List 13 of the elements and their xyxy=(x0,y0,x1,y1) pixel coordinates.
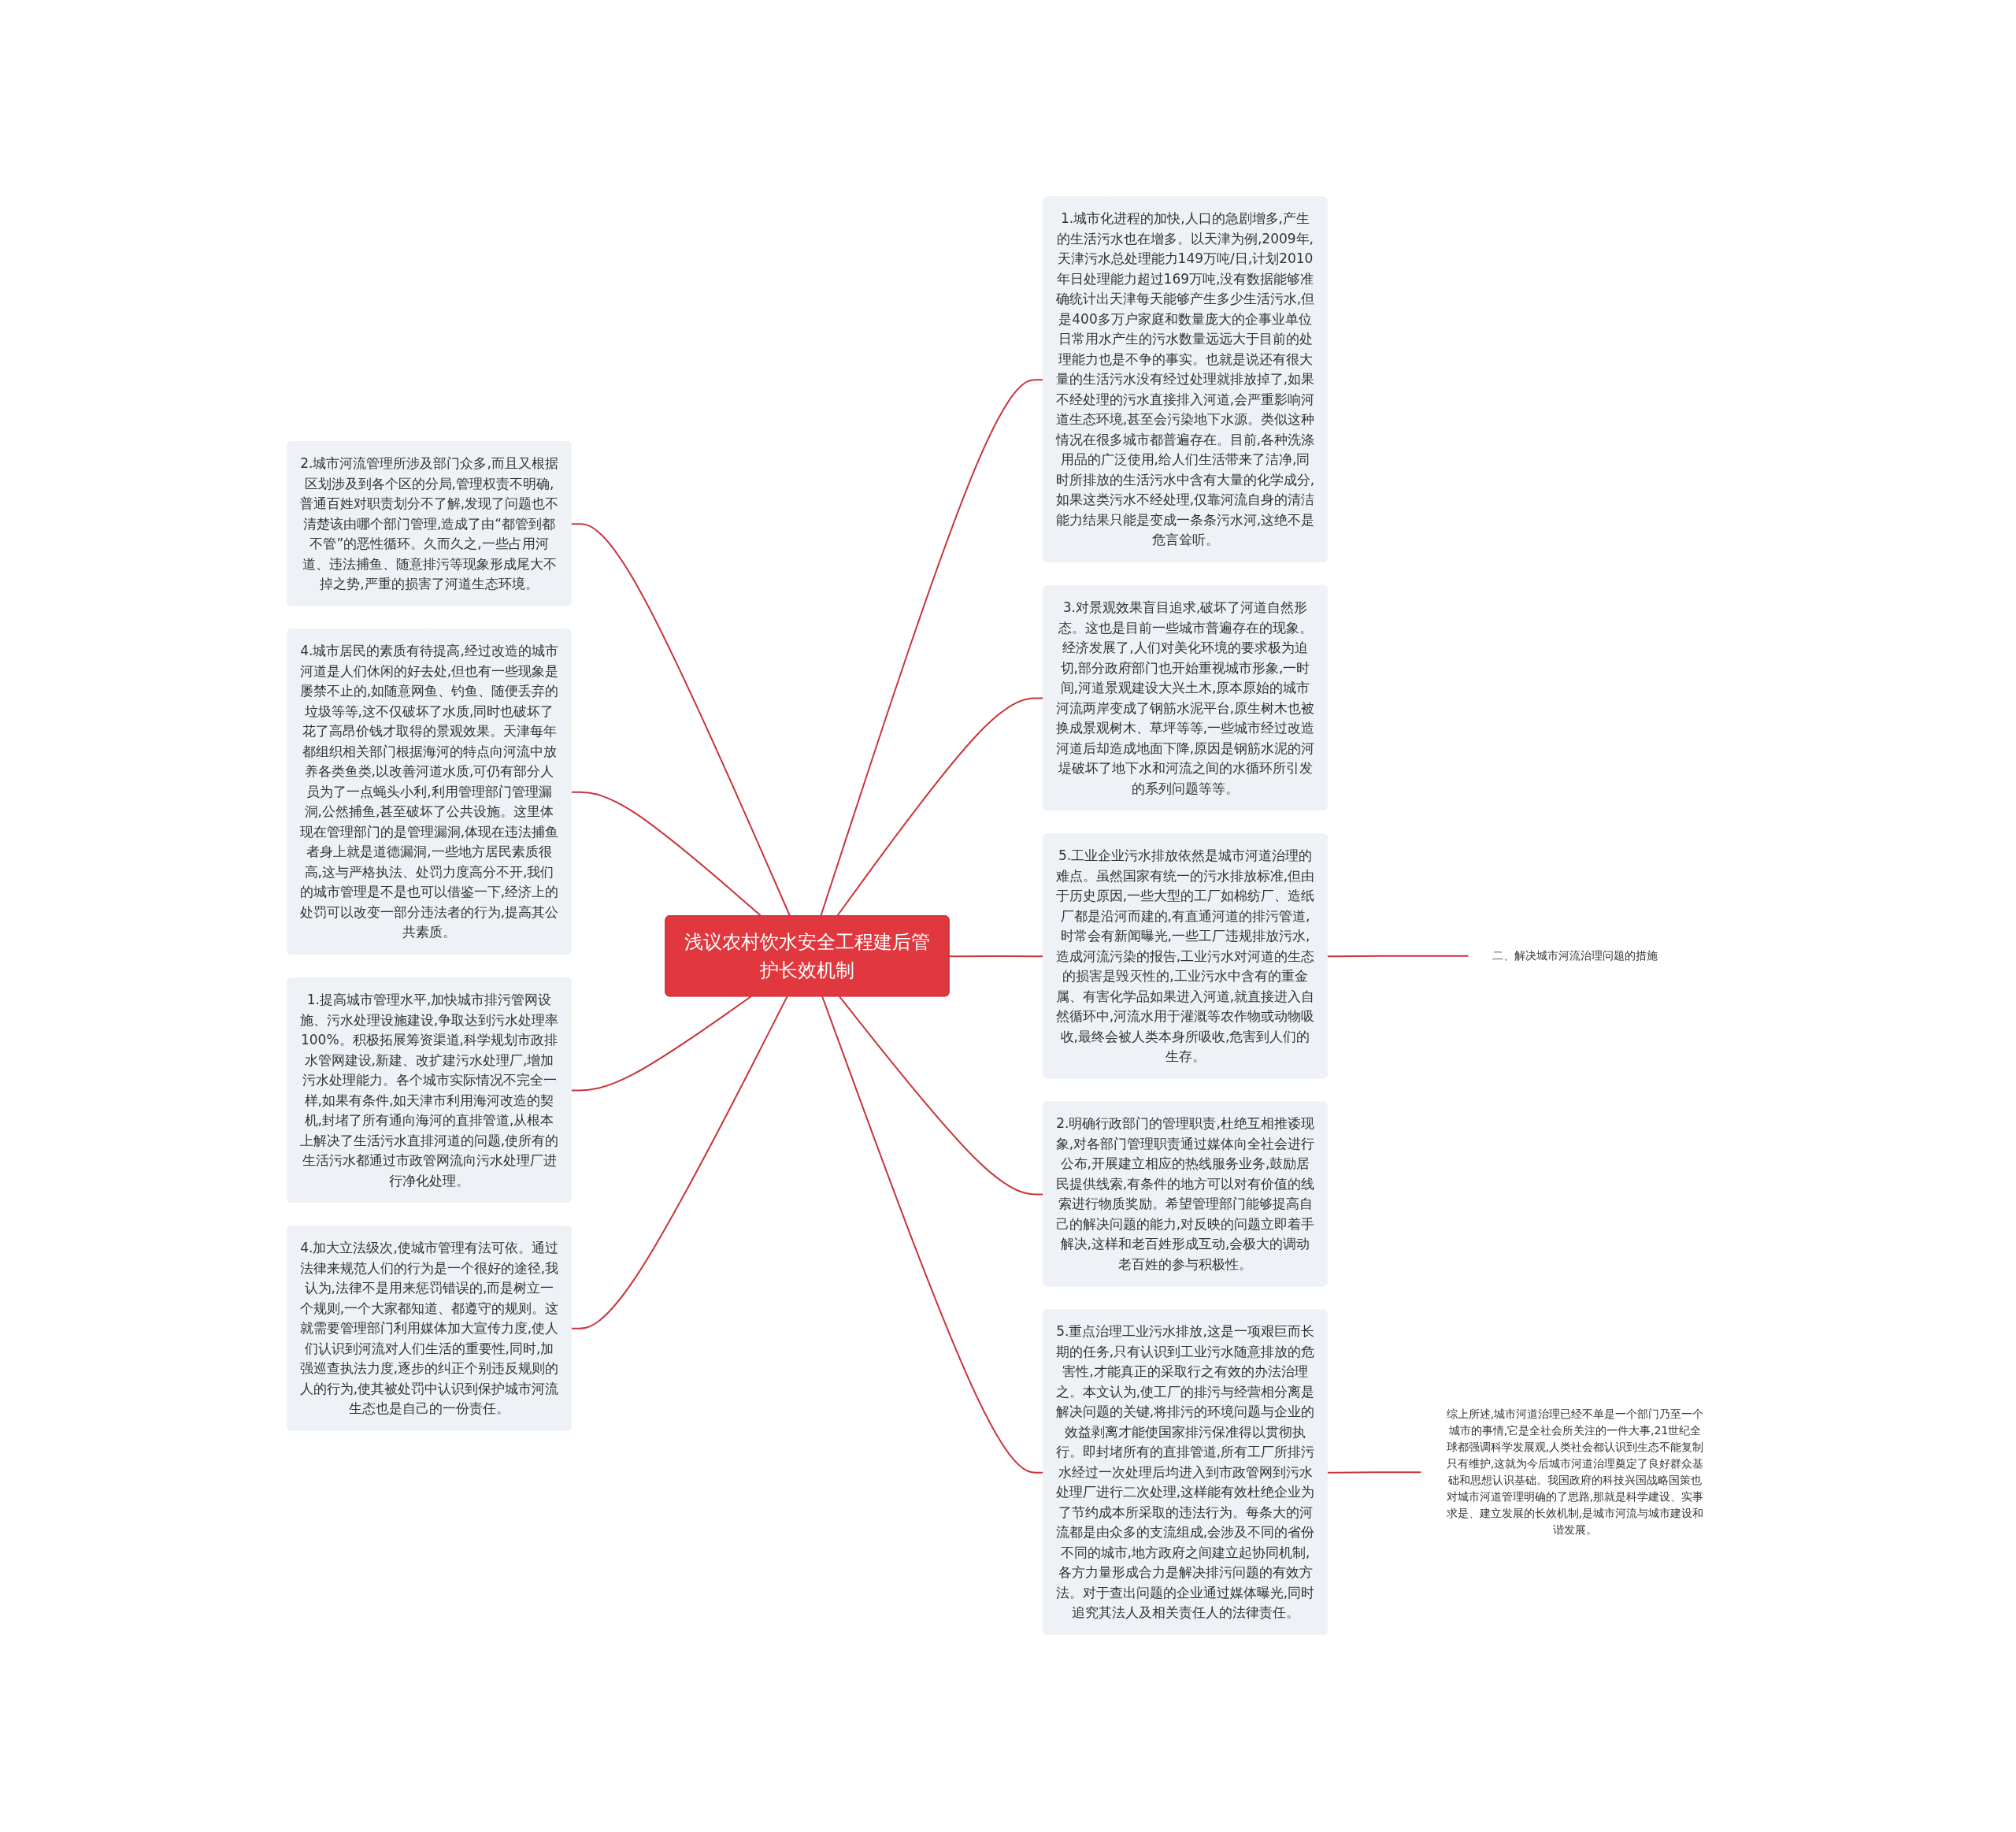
connector xyxy=(836,697,1045,918)
connector xyxy=(1326,955,1469,958)
node-text: 二、解决城市河流治理问题的措施 xyxy=(1492,949,1658,962)
connector xyxy=(570,996,788,1329)
connector xyxy=(839,996,1045,1196)
connector xyxy=(570,791,762,918)
connector xyxy=(820,379,1045,918)
connector xyxy=(821,996,1045,1474)
node-text: 综上所述,城市河道治理已经不单是一个部门乃至一个城市的事情,它是全社会所关注的一件大事,21世纪全球都强调科学发展观,人类社会都认识到生态不能复制只有维护,这就为今后城市河道治理奠定了良好群众基础和思想认识基础。我国政府的科技兴国战略国策也对城市河道管理明确的了思路,那就是科学建设、实事求是、建立发展的长效机制,是城市河流与城市建设和谐发展。 xyxy=(1446,1407,1704,1537)
connector xyxy=(570,523,791,918)
connector xyxy=(948,955,1045,958)
connector xyxy=(1326,1471,1422,1474)
connector xyxy=(570,996,752,1092)
